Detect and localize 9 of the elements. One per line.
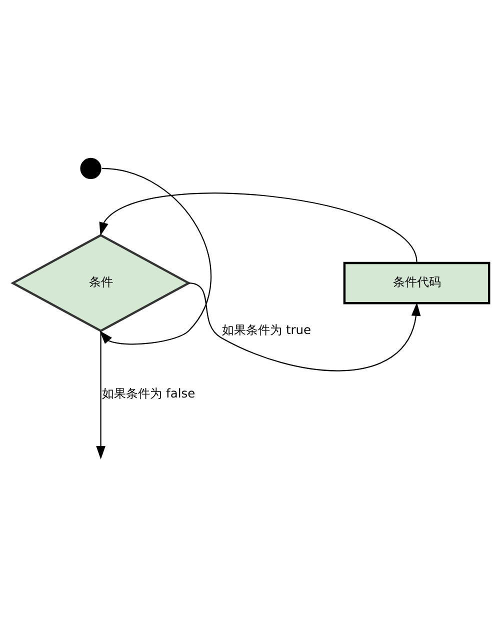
node-diamond: 条件: [10, 234, 192, 332]
edge-label: 如果条件为 false: [102, 386, 196, 400]
arrow: [100, 168, 212, 345]
arrow: [99, 192, 418, 262]
arrow: [188, 282, 421, 372]
node-box: 条件代码: [343, 262, 490, 304]
arrow: [96, 330, 112, 460]
node-circle: [80, 158, 102, 180]
edge-label: 如果条件为 true: [222, 323, 312, 338]
